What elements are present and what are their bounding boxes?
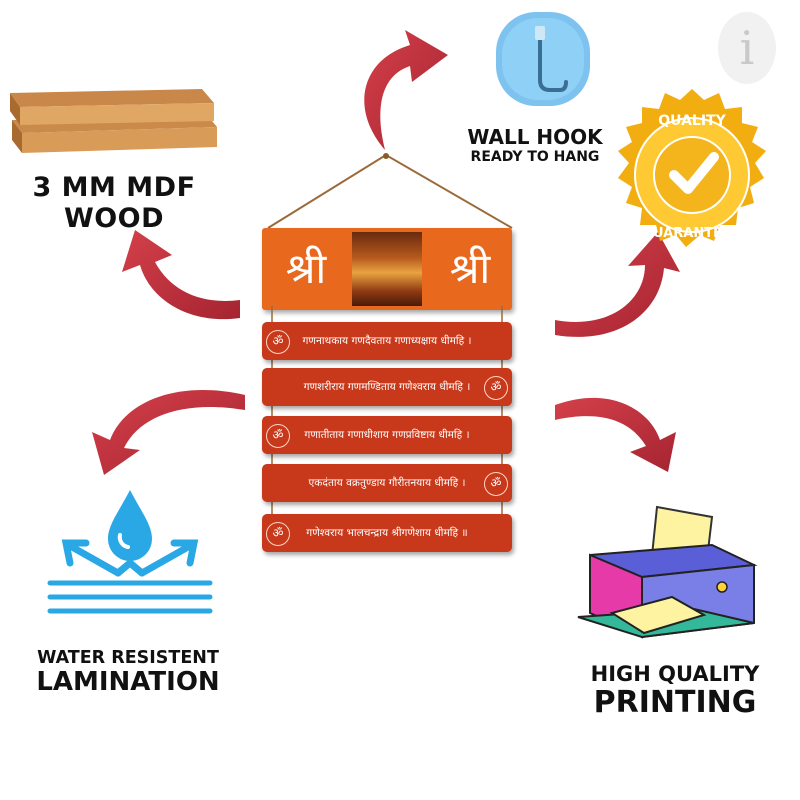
plank-text: गणेश्वराय भालचन्द्राय श्रीगणेशाय धीमहि ॥ [306, 527, 468, 539]
hook-label-line1: WALL HOOK [467, 125, 603, 149]
quality-guaranteed-badge-icon: QUALITY GUARANTEED [618, 89, 766, 247]
plank-text: एकदंताय वक्रतुण्डाय गौरीतनयाय धीमहि । [308, 477, 466, 489]
wall-hook-icon [496, 12, 590, 106]
printing-label: HIGH QUALITY PRINTING [575, 662, 775, 721]
product-top-panel: श्री श्री [262, 228, 512, 310]
water-label: WATER RESISTENT LAMINATION [18, 648, 238, 698]
water-label-line1: WATER RESISTENT [37, 648, 219, 668]
product-plank: ॐ गणेश्वराय भालचन्द्राय श्रीगणेशाय धीमहि… [262, 514, 512, 552]
curved-arrow-icon [555, 232, 680, 337]
logo-letter: i [739, 21, 755, 75]
product-plank: ॐ गणनाथकाय गणदैवताय गणाध्यक्षाय धीमहि । [262, 322, 512, 360]
wood-label-line1: 3 MM MDF [32, 172, 196, 203]
ganesha-emblem-icon: ॐ [484, 472, 508, 496]
curved-arrow-icon [92, 390, 245, 475]
wood-planks-icon [10, 89, 217, 153]
ganesha-emblem-icon: ॐ [266, 424, 290, 448]
hook-label-line2: READY TO HANG [470, 149, 600, 165]
wood-label: 3 MM MDF WOOD [0, 172, 228, 234]
water-resistant-icon [47, 490, 213, 614]
hanging-string [267, 153, 513, 229]
badge-bottom-text: GUARANTEED [642, 226, 741, 241]
deity-image [352, 232, 422, 306]
shri-symbol-left: श्री [285, 244, 327, 293]
ganesha-emblem-icon: ॐ [266, 330, 290, 354]
curved-arrow-icon [555, 397, 676, 472]
shri-symbol-right: श्री [449, 244, 491, 293]
ganesha-emblem-icon: ॐ [266, 522, 290, 546]
curved-arrow-icon [364, 30, 448, 150]
printer-icon [577, 505, 758, 639]
brand-logo: i [718, 12, 776, 84]
plank-text: गणातीताय गणाधीशाय गणप्रविष्टाय धीमहि । [304, 429, 470, 441]
curved-arrow-icon [122, 230, 240, 320]
wood-label-line2: WOOD [63, 203, 165, 235]
hook-label: WALL HOOK READY TO HANG [455, 125, 615, 166]
product-plank: एकदंताय वक्रतुण्डाय गौरीतनयाय धीमहि । ॐ [262, 464, 512, 502]
printing-label-line1: HIGH QUALITY [590, 662, 760, 686]
product-plank: ॐ गणातीताय गणाधीशाय गणप्रविष्टाय धीमहि । [262, 416, 512, 454]
badge-top-text: QUALITY [658, 113, 726, 129]
ganesha-emblem-icon: ॐ [484, 376, 508, 400]
water-label-line2: LAMINATION [36, 667, 220, 698]
plank-text: गणशरीराय गणमण्डिताय गणेश्वराय धीमहि । [303, 381, 471, 393]
printing-label-line2: PRINTING [593, 685, 757, 721]
product-plank: गणशरीराय गणमण्डिताय गणेश्वराय धीमहि । ॐ [262, 368, 512, 406]
plank-text: गणनाथकाय गणदैवताय गणाध्यक्षाय धीमहि । [302, 335, 472, 347]
